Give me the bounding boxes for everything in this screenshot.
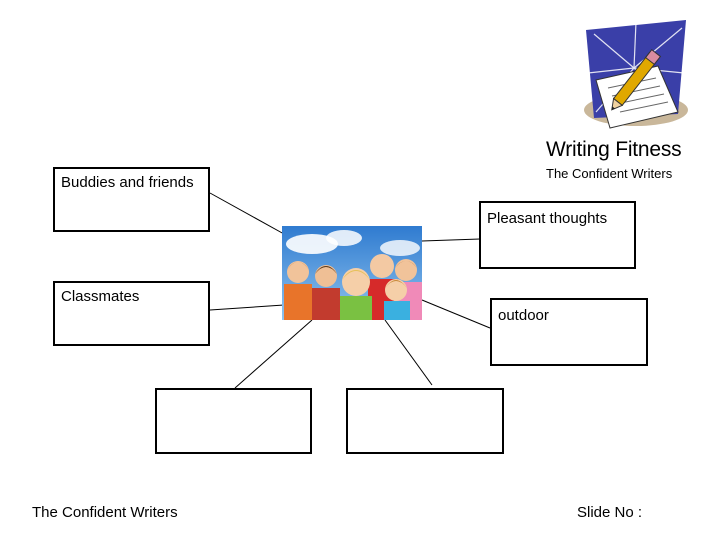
box-empty-left-label [157,390,310,396]
slide-number-label: Slide No : [577,504,643,521]
connector-bottom-right [384,319,433,386]
box-buddies-and-friends: Buddies and friends [53,167,210,232]
box-pleasant-thoughts: Pleasant thoughts [479,201,636,269]
box-buddies-label: Buddies and friends [61,174,194,191]
box-classmates-label: Classmates [61,288,140,305]
brand-title: Writing Fitness [546,138,682,161]
connector-classmates [209,304,285,311]
connector-buddies [209,192,285,235]
box-empty-right-label [348,390,502,396]
connector-outdoor [421,299,491,329]
box-pleasant-label: Pleasant thoughts [487,210,608,227]
writing-fitness-logo [566,18,690,136]
footer-brand: The Confident Writers [32,504,178,521]
box-empty-left [155,388,312,454]
box-classmates: Classmates [53,281,210,346]
box-outdoor: outdoor [490,298,648,366]
children-group-photo [282,226,422,320]
connector-bottom-left [234,319,313,389]
pencil-paper-icon [584,20,688,129]
connector-pleasant [421,238,481,242]
box-empty-right [346,388,504,454]
box-outdoor-label: outdoor [498,307,549,324]
brand-subtitle: The Confident Writers [546,166,673,181]
